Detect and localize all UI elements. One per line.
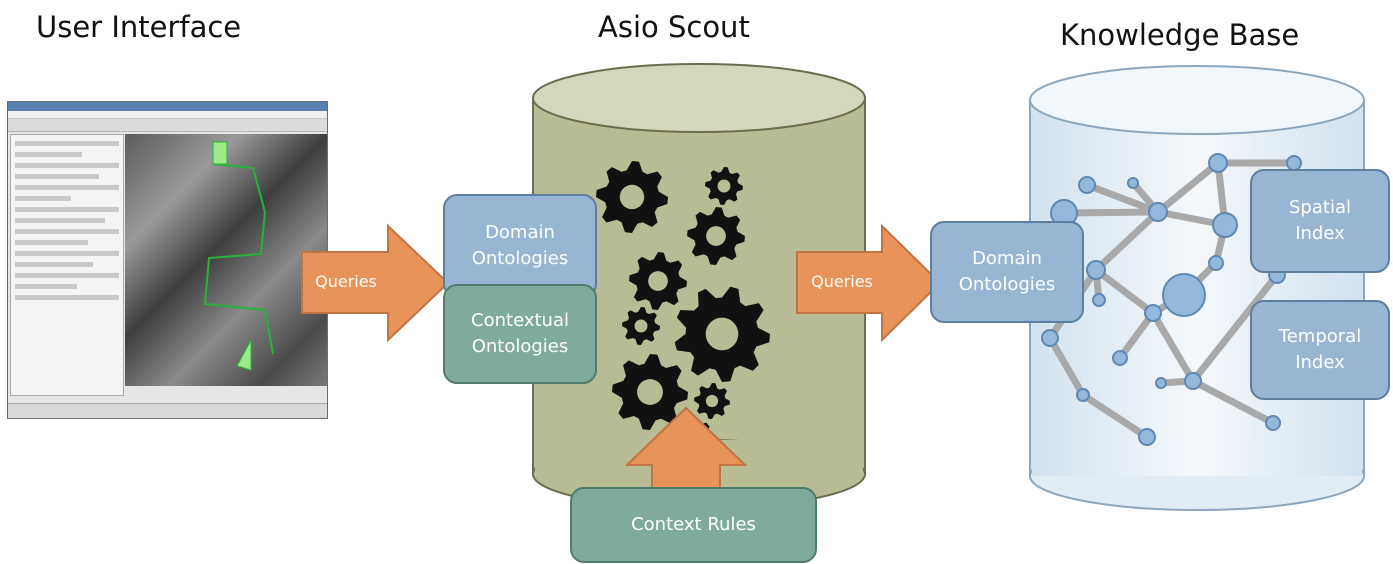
graph-node	[1078, 176, 1096, 194]
gear-icon	[622, 307, 660, 345]
graph-node	[1265, 415, 1281, 431]
observation-panel	[10, 134, 124, 396]
asio-domain-ontologies-box: Domain Ontologies	[443, 194, 597, 298]
graph-edge	[1189, 377, 1277, 427]
graph-node	[1112, 350, 1128, 366]
gear-icon	[674, 286, 770, 382]
graph-edge	[1083, 181, 1162, 216]
map-region	[236, 339, 252, 371]
spatial-index-label: Spatial Index	[1289, 196, 1351, 244]
window-statusbar	[8, 403, 327, 418]
graph-node	[1155, 377, 1167, 389]
graph-node	[1076, 388, 1090, 402]
graph-edge	[1149, 309, 1197, 385]
map-overlay	[203, 141, 274, 371]
queries-label-2: Queries	[811, 272, 873, 291]
asio-scout-heading: Asio Scout	[598, 10, 750, 44]
temporal-index-label: Temporal Index	[1278, 325, 1362, 373]
graph-node	[1138, 428, 1156, 446]
user-interface-heading: User Interface	[36, 10, 242, 44]
context-rules-box: Context Rules	[570, 487, 817, 563]
graph-node	[1286, 155, 1302, 171]
contextual-ontologies-box: Contextual Ontologies	[443, 284, 597, 384]
window-toolbar	[8, 119, 327, 132]
graph-edge	[1046, 334, 1087, 399]
satellite-map-view	[125, 134, 327, 386]
graph-nodes	[1041, 153, 1302, 446]
map-path	[203, 163, 274, 355]
graph-node	[1208, 153, 1228, 173]
graph-edge	[1116, 309, 1157, 362]
graph-edge	[1079, 391, 1151, 441]
graph-node	[1212, 212, 1238, 238]
kb-domain-ontologies-label: Domain Ontologies	[958, 247, 1056, 295]
graph-edge	[1154, 159, 1222, 216]
graph-node	[1127, 177, 1139, 189]
gear-icon	[705, 167, 743, 205]
graph-node	[1162, 273, 1206, 317]
window-titlebar	[8, 102, 327, 111]
spatial-index-box: Spatial Index	[1250, 169, 1390, 273]
graph-node	[1144, 304, 1162, 322]
kb-domain-ontologies-box: Domain Ontologies	[930, 221, 1084, 323]
graph-edge	[1092, 208, 1162, 274]
gear-icon	[687, 207, 745, 265]
queries-arrow-2	[796, 223, 942, 343]
graph-node	[1041, 329, 1059, 347]
gear-icon	[612, 354, 688, 430]
graph-node	[1184, 372, 1202, 390]
asio-domain-ontologies-label: Domain Ontologies	[471, 221, 569, 269]
queries-arrow-1	[301, 223, 450, 343]
map-region	[212, 141, 228, 165]
graph-edge	[1189, 271, 1281, 385]
graph-edge	[1092, 266, 1157, 317]
temporal-index-box: Temporal Index	[1250, 300, 1390, 400]
gear-icon	[629, 252, 687, 310]
graph-node	[1092, 293, 1106, 307]
graph-node	[1208, 255, 1224, 271]
graph-node	[1148, 202, 1168, 222]
window-menubar	[8, 111, 327, 119]
queries-label-1: Queries	[315, 272, 377, 291]
gear-icon	[694, 383, 730, 419]
graph-node	[1086, 260, 1106, 280]
knowledge-base-heading: Knowledge Base	[1060, 18, 1300, 52]
gear-icon	[596, 161, 668, 233]
graph-edge	[1060, 208, 1162, 217]
knowledge-graph	[1041, 153, 1302, 446]
context-rules-label: Context Rules	[631, 513, 756, 535]
contextual-ontologies-label: Contextual Ontologies	[471, 309, 569, 357]
